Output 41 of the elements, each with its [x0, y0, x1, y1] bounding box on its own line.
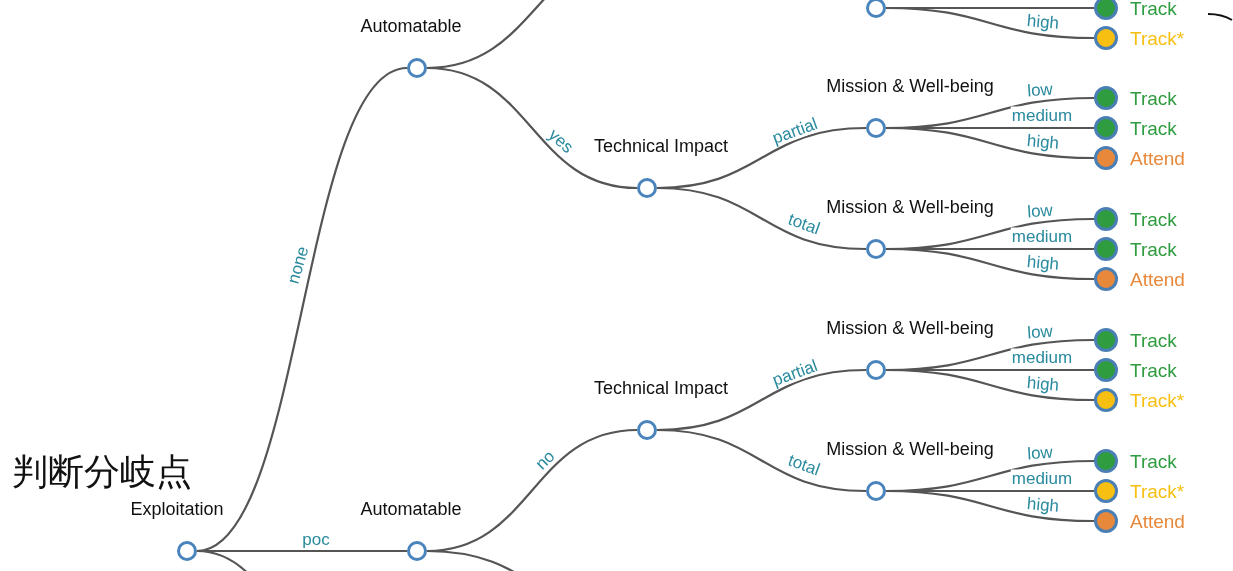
edge-label: high	[1025, 374, 1061, 394]
decision-label: Automatable	[360, 498, 462, 520]
outcome-label: Attend	[1130, 148, 1185, 170]
edge-label: medium	[1010, 348, 1074, 366]
outcome-label: Track*	[1130, 28, 1185, 50]
connector-line	[885, 489, 1095, 523]
edge-label: medium	[1010, 227, 1074, 245]
note-text: 判断分岐点	[12, 450, 192, 494]
decision-label: Mission & Well-being	[826, 75, 994, 97]
decision-label: Technical Impact	[593, 377, 729, 399]
outcome-label: Track	[1130, 88, 1177, 110]
connector-line	[885, 247, 1095, 281]
edge-label: high	[1025, 495, 1061, 515]
connector-line	[656, 186, 867, 251]
outcome-label: Track	[1130, 118, 1177, 140]
outcome-label: Track	[1130, 239, 1177, 261]
connector-line	[885, 368, 1095, 402]
decision-label: Technical Impact	[593, 135, 729, 157]
edge-label: medium	[1010, 469, 1074, 487]
connector-line	[426, 66, 638, 190]
outcome-label: Track	[1130, 330, 1177, 352]
outcome-label: Track	[1130, 209, 1177, 231]
connector-line	[885, 6, 1095, 40]
connector-line	[885, 126, 1095, 160]
outcome-label: Track*	[1130, 390, 1185, 412]
outcome-label: Attend	[1130, 269, 1185, 291]
decision-label: Mission & Well-being	[826, 438, 994, 460]
decision-label: Automatable	[360, 15, 462, 37]
decision-label: Mission & Well-being	[826, 196, 994, 218]
connector-line	[656, 428, 867, 493]
outcome-label: Attend	[1130, 511, 1185, 533]
decision-label: Mission & Well-being	[826, 317, 994, 339]
outcome-label: Track	[1130, 0, 1177, 20]
outcome-label: Track*	[1130, 481, 1185, 503]
edge-label: high	[1025, 12, 1061, 32]
decision-label: Exploitation	[130, 498, 224, 520]
outcome-label: Track	[1130, 451, 1177, 473]
edge-label: high	[1025, 132, 1061, 152]
outcome-label: Track	[1130, 360, 1177, 382]
edge-label: high	[1025, 253, 1061, 273]
edge-label: medium	[1010, 106, 1074, 124]
